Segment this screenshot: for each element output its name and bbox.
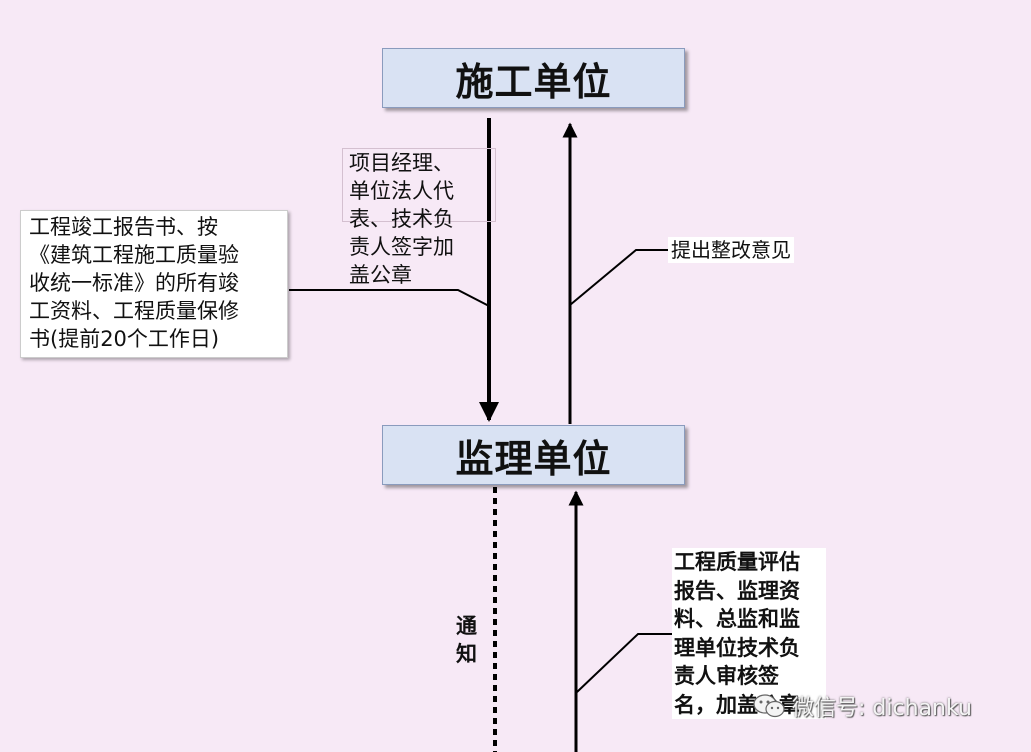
- construction-unit-label: 施工单位: [455, 59, 612, 104]
- watermark-text: 微信号: dichanku: [792, 696, 972, 721]
- rectify-note-leader: [569, 249, 668, 306]
- watermark: 微信号: dichanku: [752, 690, 972, 722]
- left-note-leader: [289, 289, 490, 307]
- evaluation-note-leader: [576, 633, 674, 693]
- construction-unit-box: 施工单位: [382, 48, 685, 108]
- supervision-unit-box: 监理单位: [382, 425, 685, 485]
- rectify-opinion-note: 提出整改意见: [668, 237, 794, 263]
- notify-note: 通 知: [456, 614, 477, 666]
- signature-note-text: 项目经理、 单位法人代 表、技术负 责人签字加 盖公章: [349, 151, 454, 287]
- supervision-unit-label: 监理单位: [455, 436, 612, 481]
- completion-documents-note: 工程竣工报告书、按 《建筑工程施工质量验 收统一标准》的所有竣 工资料、工程质量…: [20, 210, 288, 358]
- signature-note: 项目经理、 单位法人代 表、技术负 责人签字加 盖公章: [342, 148, 496, 287]
- wechat-icon: [753, 694, 785, 718]
